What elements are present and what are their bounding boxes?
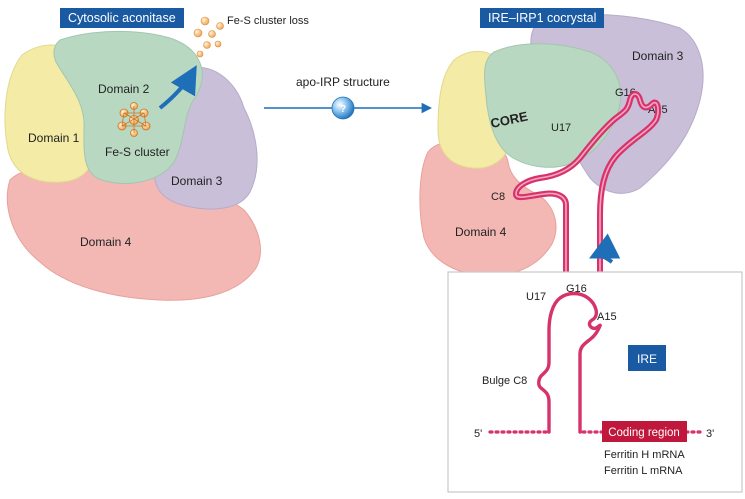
right-header: IRE–IRP1 cocrystal [480,8,605,28]
coding-region-box [602,421,687,442]
inset-g16-label: G16 [566,283,587,295]
right-domain4-label: Domain 4 [455,225,507,239]
right-protein: Domain 3 CORE U17 G16 A15 C8 Domain 4 [419,14,704,303]
left-protein: Domain 1 Domain 2 Fe-S cluster Domain 3 … [4,15,309,301]
binding-arrow [588,233,621,264]
left-domain1-label: Domain 1 [28,131,80,145]
transition-arrow: ? apo-IRP structure [264,75,433,120]
left-domain3-label: Domain 3 [171,174,223,188]
released-cluster-icon [193,16,224,58]
transition-ball-icon [331,96,355,120]
inset-3prime-label: 3' [706,428,714,440]
cluster-loss-arrow [158,65,197,110]
ire-stem-loop [537,291,602,434]
transition-ball-symbol: ? [340,104,346,115]
apo-irp-label: apo-IRP structure [296,75,390,89]
fe-s-cluster-icon [117,102,151,137]
inset-5prime-label: 5' [474,428,482,440]
inset-u17-label: U17 [526,291,546,303]
bound-rna-highlight [515,93,659,301]
coding-region-label: Coding region [608,427,680,439]
ire-inset: Coding region 5' 3' U17 G16 A15 Bulge C8… [447,271,743,493]
ire-badge [628,345,666,371]
ferritin-l-label: Ferritin L mRNA [604,465,683,477]
left-domain4-label: Domain 4 [80,235,132,249]
left-header: Cytosolic aconitase [60,8,184,28]
inset-a15-label: A15 [597,311,617,323]
cluster-loss-label: Fe-S cluster loss [227,15,309,27]
ire-badge-label: IRE [637,352,657,366]
left-domain2-label: Domain 2 [98,82,150,96]
right-domain3-label: Domain 3 [632,49,684,63]
left-cluster-label: Fe-S cluster [105,145,170,159]
left-domain2-shape [53,30,203,184]
ferritin-h-label: Ferritin H mRNA [604,449,685,461]
right-u17-label: U17 [551,122,571,134]
right-c8-label: C8 [491,191,505,203]
inset-bulge-label: Bulge C8 [482,375,527,387]
